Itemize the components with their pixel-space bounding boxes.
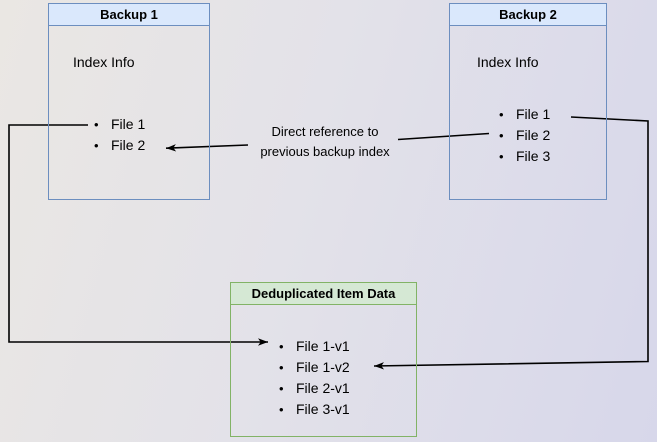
- list-item: File 1: [499, 104, 550, 125]
- list-item: File 1-v2: [279, 357, 350, 378]
- list-item: File 2: [94, 135, 145, 156]
- list-item: File 3-v1: [279, 399, 350, 420]
- list-item: File 2-v1: [279, 378, 350, 399]
- backup2-subtitle: Index Info: [477, 54, 539, 70]
- backup1-title: Backup 1: [49, 4, 209, 26]
- backup2-title: Backup 2: [450, 4, 606, 26]
- list-item: File 1-v1: [279, 336, 350, 357]
- backup2-box: Backup 2 Index Info File 1 File 2 File 3: [449, 3, 607, 200]
- dedup-file-list: File 1-v1 File 1-v2 File 2-v1 File 3-v1: [279, 336, 350, 420]
- backup1-subtitle: Index Info: [73, 54, 135, 70]
- list-item: File 2: [499, 125, 550, 146]
- backup1-file-list: File 1 File 2: [94, 114, 145, 156]
- dedup-title: Deduplicated Item Data: [231, 283, 416, 305]
- deduplicated-item-data-box: Deduplicated Item Data File 1-v1 File 1-…: [230, 282, 417, 437]
- list-item: File 3: [499, 146, 550, 167]
- direct-reference-label: Direct reference to previous backup inde…: [260, 124, 390, 159]
- list-item: File 1: [94, 114, 145, 135]
- backup2-file-list: File 1 File 2 File 3: [499, 104, 550, 167]
- backup1-box: Backup 1 Index Info File 1 File 2: [48, 3, 210, 200]
